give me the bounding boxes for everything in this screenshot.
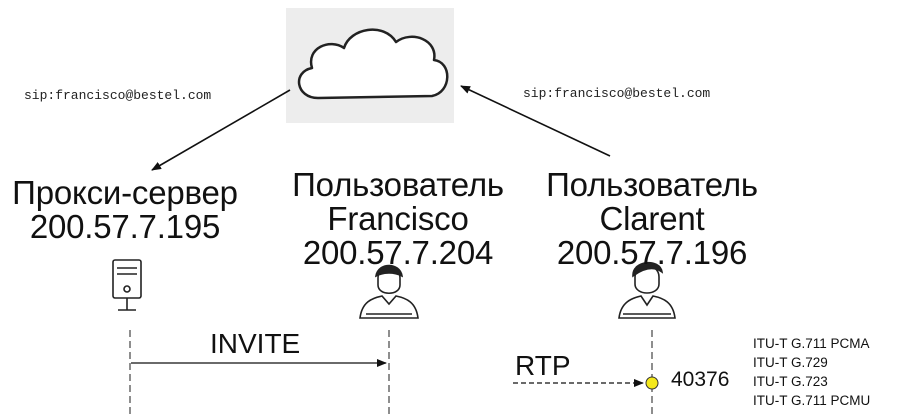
- codec-item: ITU-T G.729: [753, 355, 828, 370]
- proxy-server-label: Прокси-сервер 200.57.7.195: [0, 176, 250, 244]
- sip-uri-right: sip:francisco@bestel.com: [523, 86, 711, 101]
- codec-list: ITU-T G.711 PCMA ITU-T G.729 ITU-T G.723…: [753, 334, 870, 410]
- clarent-name: Clarent: [599, 200, 705, 237]
- cloud-icon: [297, 28, 449, 100]
- codec-item: ITU-T G.711 PCMU: [753, 393, 871, 408]
- clarent-title: Пользователь: [546, 166, 758, 203]
- arrow-cloud-to-proxy: [151, 89, 291, 171]
- francisco-label: Пользователь Francisco 200.57.7.204: [261, 168, 535, 270]
- invite-label: INVITE: [210, 328, 301, 359]
- francisco-name: Francisco: [327, 200, 469, 237]
- server-icon: [112, 259, 142, 311]
- rtp-port-dot: [645, 376, 659, 390]
- proxy-title: Прокси-сервер: [12, 174, 238, 211]
- francisco-title: Пользователь: [292, 166, 504, 203]
- clarent-ip: 200.57.7.196: [556, 234, 748, 271]
- codec-item: ITU-T G.723: [753, 374, 828, 389]
- clarent-user-icon: [618, 261, 676, 319]
- rtp-port-label: 40376: [671, 368, 730, 391]
- francisco-user-icon: [359, 264, 419, 319]
- francisco-ip: 200.57.7.204: [302, 234, 494, 271]
- sip-uri-left: sip:francisco@bestel.com: [24, 88, 212, 103]
- proxy-ip: 200.57.7.195: [29, 208, 221, 245]
- arrow-clarent-to-cloud: [460, 85, 611, 157]
- codec-item: ITU-T G.711 PCMA: [753, 336, 870, 351]
- clarent-label: Пользователь Clarent 200.57.7.196: [512, 168, 792, 270]
- rtp-label: RTP: [515, 350, 571, 381]
